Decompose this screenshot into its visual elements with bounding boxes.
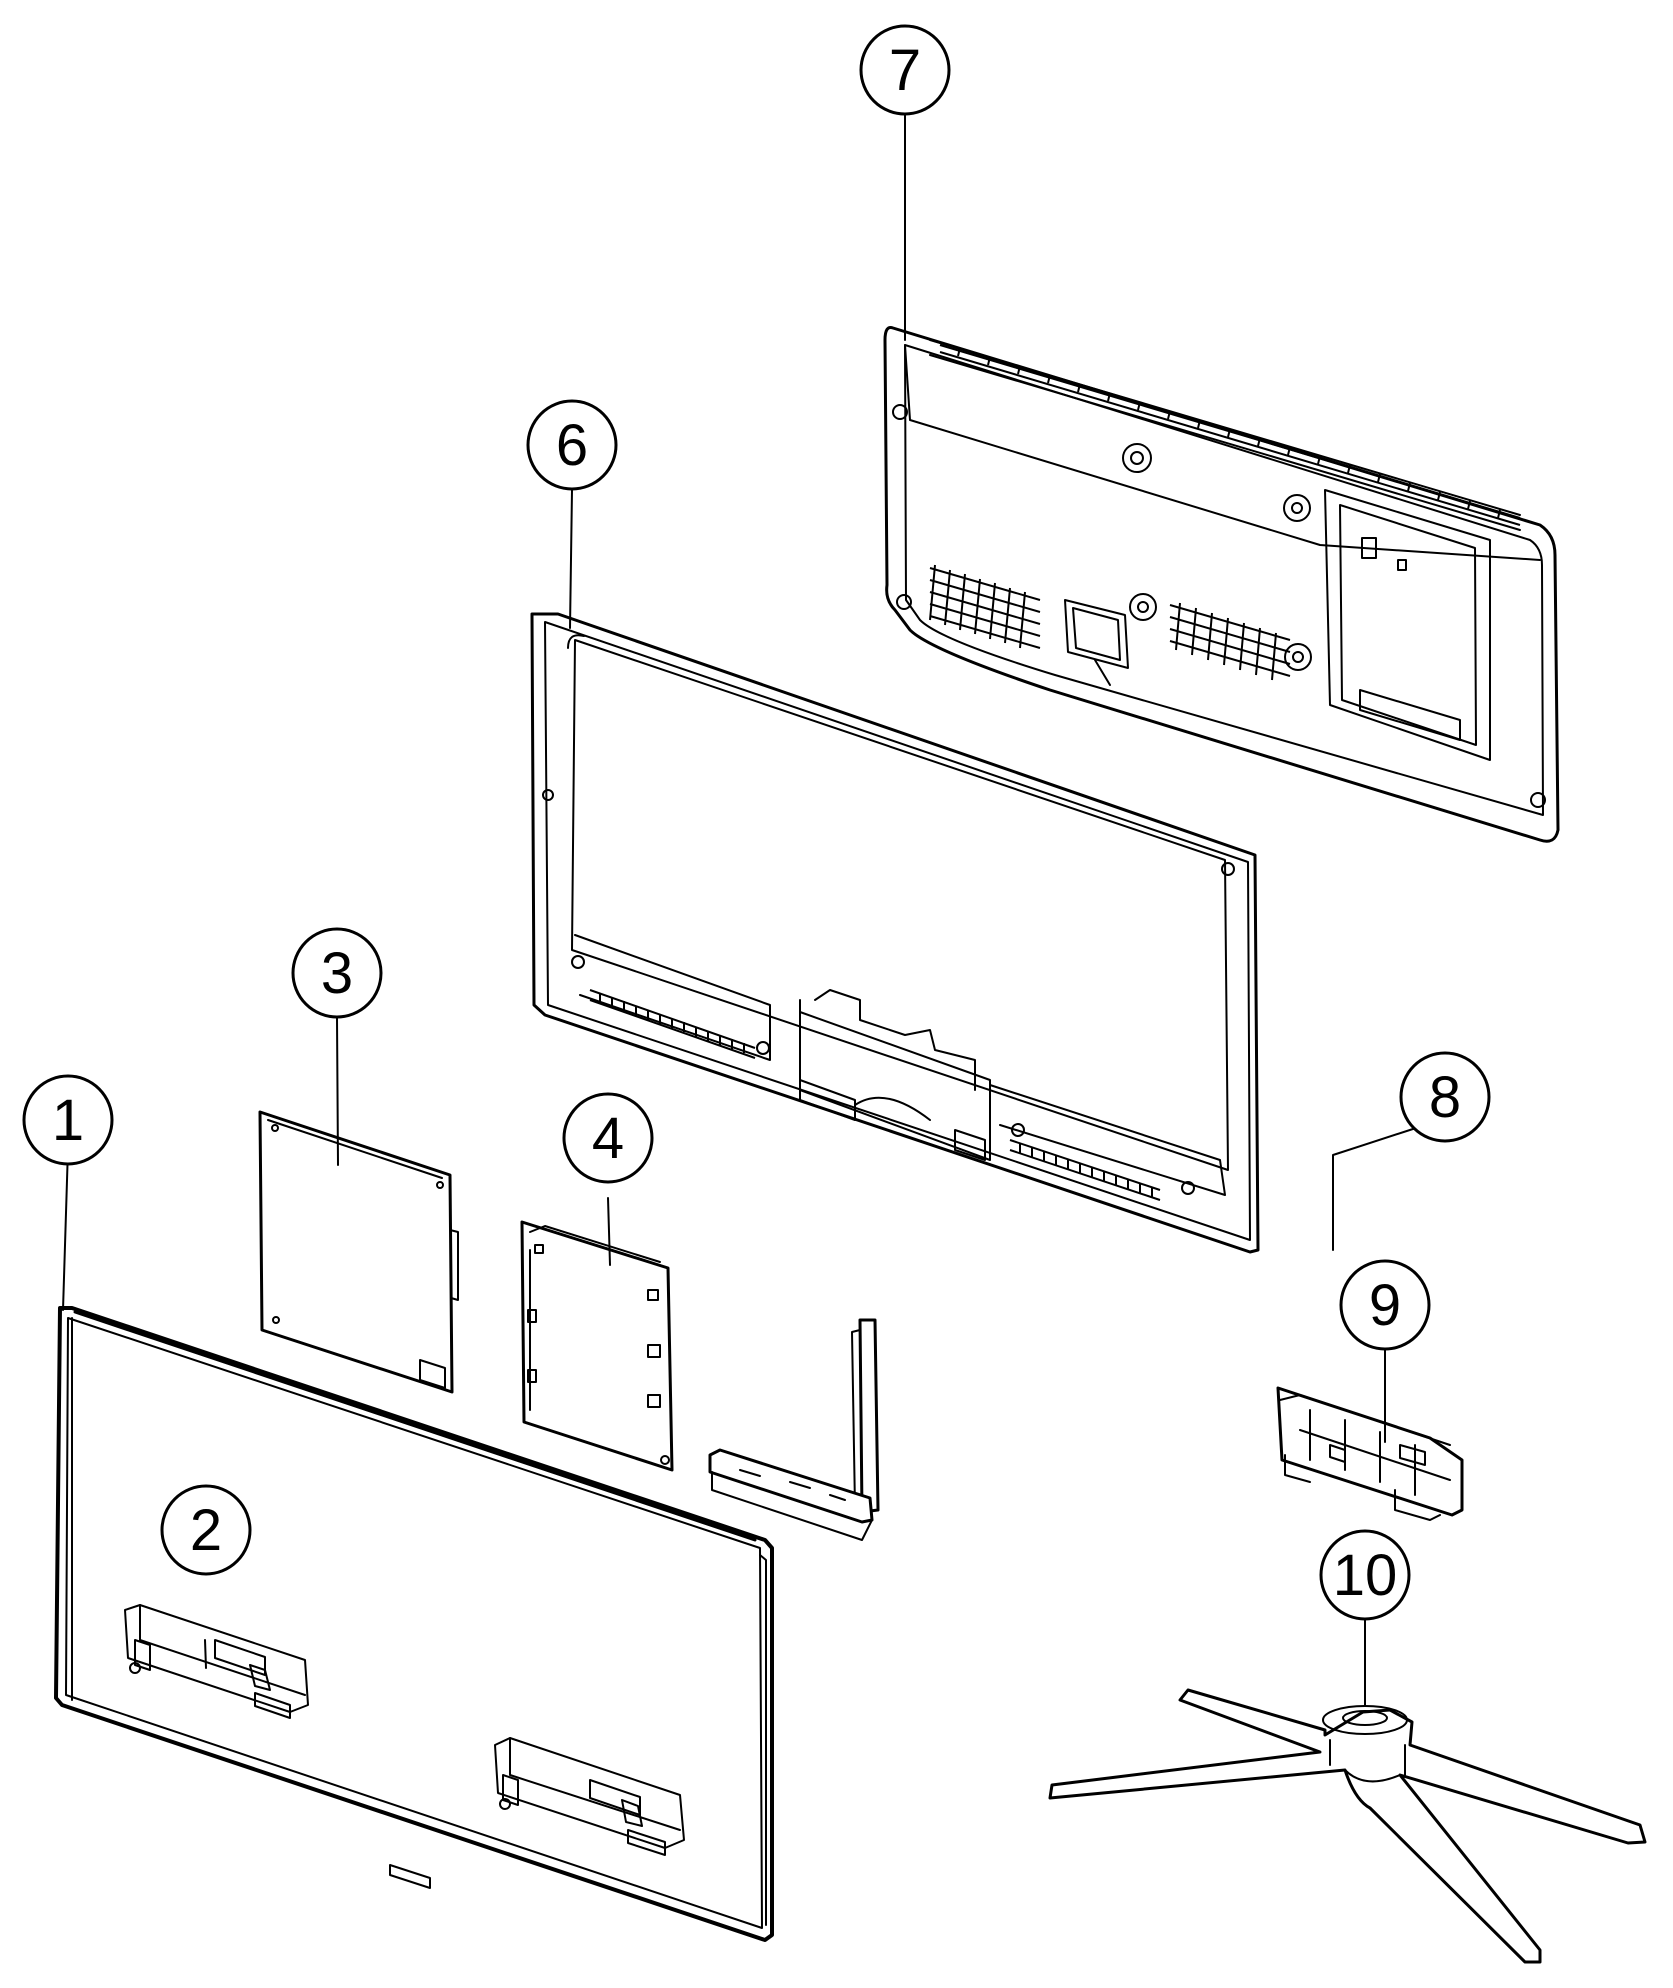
part-10-stand-base — [1048, 1688, 1647, 1964]
callout-2: 2 — [160, 1484, 252, 1576]
part-7-vent-left — [929, 564, 1041, 649]
part-9-stand-neck — [1276, 1386, 1464, 1521]
callout-6-label: 6 — [556, 413, 588, 478]
part-7-back-cover — [883, 326, 1560, 843]
part-6-connector-strip-right — [1009, 1139, 1161, 1201]
part-6-connector-strip-left — [589, 989, 756, 1059]
part-4-power-board — [520, 1220, 674, 1472]
part-7-vent-top — [939, 344, 1521, 526]
callout-4: 4 — [562, 1092, 654, 1184]
callout-1: 1 — [22, 1074, 114, 1166]
part-2-bracket-left — [124, 1604, 309, 1719]
callout-8-label: 8 — [1429, 1065, 1461, 1130]
callout-3: 3 — [291, 927, 383, 1019]
callout-9: 9 — [1339, 1259, 1431, 1351]
callout-7: 7 — [859, 24, 951, 116]
part-3-main-board — [258, 1110, 459, 1394]
callout-4-label: 4 — [592, 1106, 624, 1171]
callout-10-label: 10 — [1333, 1543, 1398, 1608]
callout-6: 6 — [526, 399, 618, 491]
callout-3-label: 3 — [321, 941, 353, 1006]
part-2-bracket-right — [494, 1737, 685, 1856]
part-1-front-panel — [54, 1306, 774, 1942]
callout-2-label: 2 — [190, 1498, 222, 1563]
callout-1-label: 1 — [52, 1088, 84, 1153]
leader-lines — [62, 100, 1417, 1706]
callout-9-label: 9 — [1369, 1273, 1401, 1338]
callout-10: 10 — [1319, 1529, 1411, 1621]
callout-8: 8 — [1399, 1051, 1491, 1143]
l-bracket-part — [708, 1318, 880, 1541]
part-7-vent-right — [1169, 602, 1291, 681]
part-6-middle-frame — [530, 612, 1260, 1254]
callout-7-label: 7 — [889, 38, 921, 103]
